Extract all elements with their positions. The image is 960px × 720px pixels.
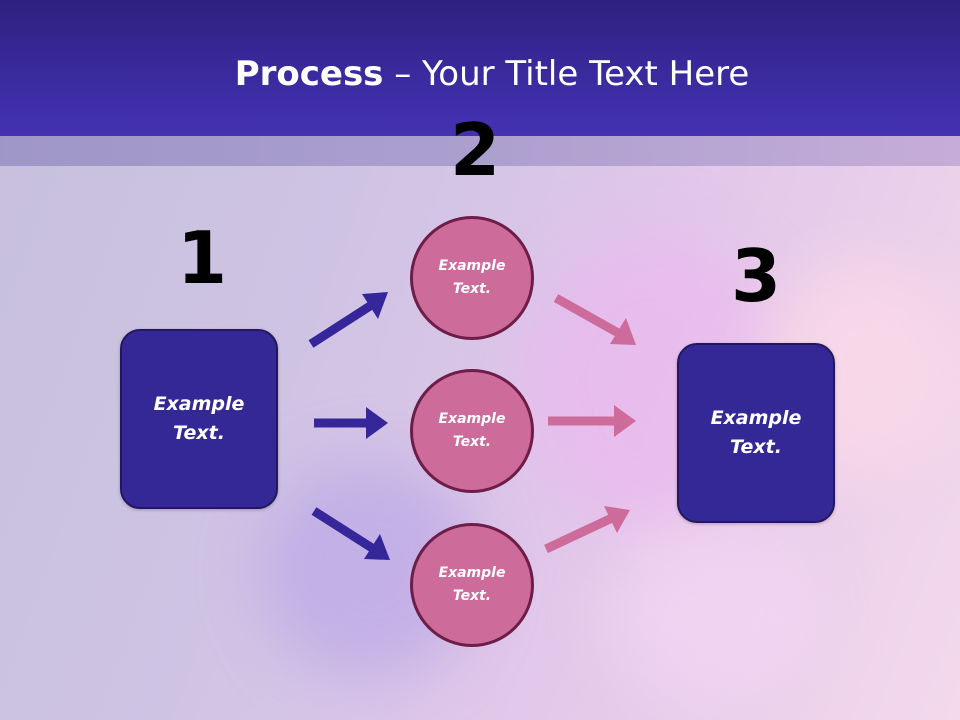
title-band — [0, 136, 960, 166]
title-bar — [0, 0, 960, 136]
process-circle-middle-label: Example Text. — [438, 411, 506, 450]
process-circle-bottom-label: Example Text. — [438, 565, 506, 604]
process-box-right: Example Text. — [677, 343, 835, 523]
pink-arrows — [544, 294, 636, 554]
step-number-3: 3 — [731, 234, 782, 318]
process-circle-middle: Example Text. — [410, 369, 534, 493]
arrow-down-right-pink — [553, 294, 636, 345]
process-box-right-label: Example Text. — [710, 407, 802, 458]
arrow-right-blue — [314, 407, 388, 439]
step-number-1: 1 — [177, 216, 228, 300]
step-number-2: 2 — [450, 108, 501, 192]
arrow-up-right-pink — [544, 506, 630, 554]
process-box-left-label: Example Text. — [153, 393, 245, 444]
process-circle-top: Example Text. — [410, 216, 534, 340]
blue-arrows — [308, 292, 390, 560]
process-circle-bottom: Example Text. — [410, 523, 534, 647]
arrow-up-right-blue — [308, 292, 388, 348]
title-rest: – Your Title Text Here — [383, 54, 750, 94]
process-circle-top-label: Example Text. — [438, 258, 506, 297]
background-glow — [600, 520, 820, 700]
title-bold: Process — [234, 54, 384, 94]
arrow-down-right-blue — [311, 507, 390, 560]
process-box-left: Example Text. — [120, 329, 278, 509]
arrow-right-pink — [548, 405, 636, 437]
slide-title: Process – Your Title Text Here — [0, 54, 960, 94]
